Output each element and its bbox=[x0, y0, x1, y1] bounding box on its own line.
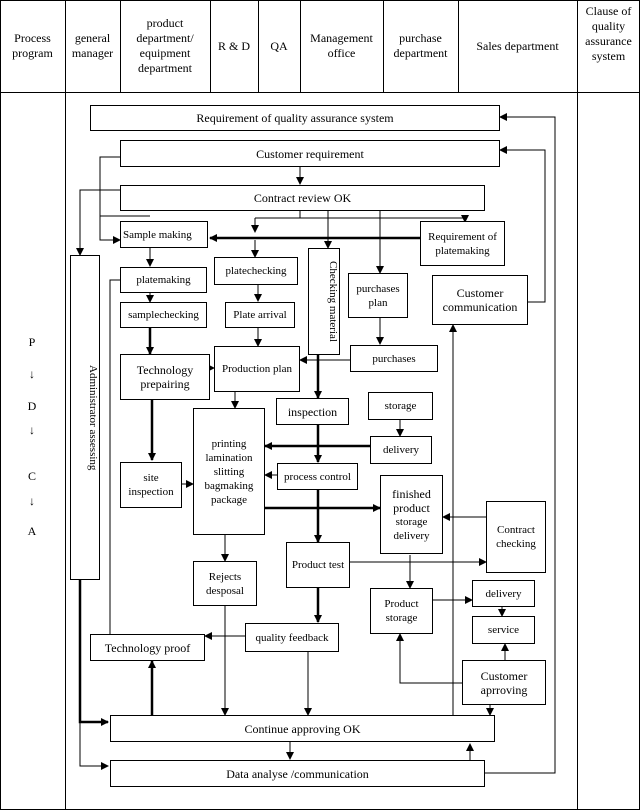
box-plate-arrival: Plate arrival bbox=[225, 302, 295, 328]
box-customer-requirement: Customer requirement bbox=[120, 140, 500, 167]
box-requirement-platemaking: Requirement of platemaking bbox=[420, 221, 505, 266]
box-customer-approving: Customer aprroving bbox=[462, 660, 546, 705]
header-clause: Clause of quality assurance system bbox=[585, 4, 632, 63]
box-production-plan: Production plan bbox=[214, 346, 300, 392]
header-general-manager: general manager bbox=[71, 31, 114, 60]
box-sample-making: Sample making bbox=[120, 221, 208, 248]
box-service: service bbox=[472, 616, 535, 644]
header-qa: QA bbox=[270, 38, 288, 53]
pdca-c: C bbox=[27, 469, 36, 483]
box-requirement-qas: Requirement of quality assurance system bbox=[90, 105, 500, 131]
box-data-analyse: Data analyse /communication bbox=[110, 760, 485, 787]
arrow-down-icon: ↓ bbox=[29, 367, 35, 381]
box-purchases: purchases bbox=[350, 345, 438, 372]
box-samplechecking: samplechecking bbox=[120, 302, 207, 328]
header-product-department: product department/ equipment department bbox=[136, 16, 194, 75]
pdca-p: P bbox=[28, 335, 36, 349]
header-management-office: Management office bbox=[310, 31, 373, 60]
box-rejects-desposal: Rejects desposal bbox=[193, 561, 257, 606]
box-platemaking: platemaking bbox=[120, 267, 207, 293]
header-rd: R & D bbox=[217, 38, 250, 53]
box-product-test: Product test bbox=[286, 542, 350, 588]
header-sales-department: Sales department bbox=[476, 38, 559, 53]
box-delivery-sales: delivery bbox=[472, 580, 535, 607]
header-purchase-department: purchase department bbox=[393, 31, 448, 60]
finished-product-label: finished product bbox=[392, 486, 431, 515]
box-product-storage: Product storage bbox=[370, 588, 433, 634]
box-storage: storage bbox=[368, 392, 433, 420]
box-finished-product: finished product storage delivery bbox=[380, 475, 443, 554]
box-process-control: process control bbox=[277, 463, 358, 490]
box-contract-checking: Contract checking bbox=[486, 501, 546, 573]
box-printing-process: printing lamination slitting bagmaking p… bbox=[193, 408, 265, 535]
box-quality-feedback: quality feedback bbox=[245, 623, 339, 652]
box-inspection: inspection bbox=[276, 398, 349, 425]
box-site-inspection: site inspection bbox=[120, 462, 182, 508]
box-contract-review: Contract review OK bbox=[120, 185, 485, 211]
box-platechecking: platechecking bbox=[214, 257, 298, 285]
pdca-d: D bbox=[27, 399, 37, 413]
arrow-down-icon: ↓ bbox=[29, 423, 35, 437]
arrow-down-icon: ↓ bbox=[29, 494, 35, 508]
box-purchases-plan: purchases plan bbox=[348, 273, 408, 318]
box-technology-prepairing: Technology prepairing bbox=[120, 354, 210, 400]
finished-product-sub: storage delivery bbox=[393, 515, 430, 542]
header-process-program: Process program bbox=[12, 31, 53, 60]
box-checking-material: Checking material bbox=[308, 248, 340, 355]
pdca-a: A bbox=[27, 524, 37, 538]
box-continue-approving: Continue approving OK bbox=[110, 715, 495, 742]
box-administrator-assessing: Administrator assessing bbox=[70, 255, 100, 580]
box-delivery-purchase: delivery bbox=[370, 436, 432, 464]
box-customer-communication: Customer communication bbox=[432, 275, 528, 325]
box-technology-proof: Technology proof bbox=[90, 634, 205, 661]
